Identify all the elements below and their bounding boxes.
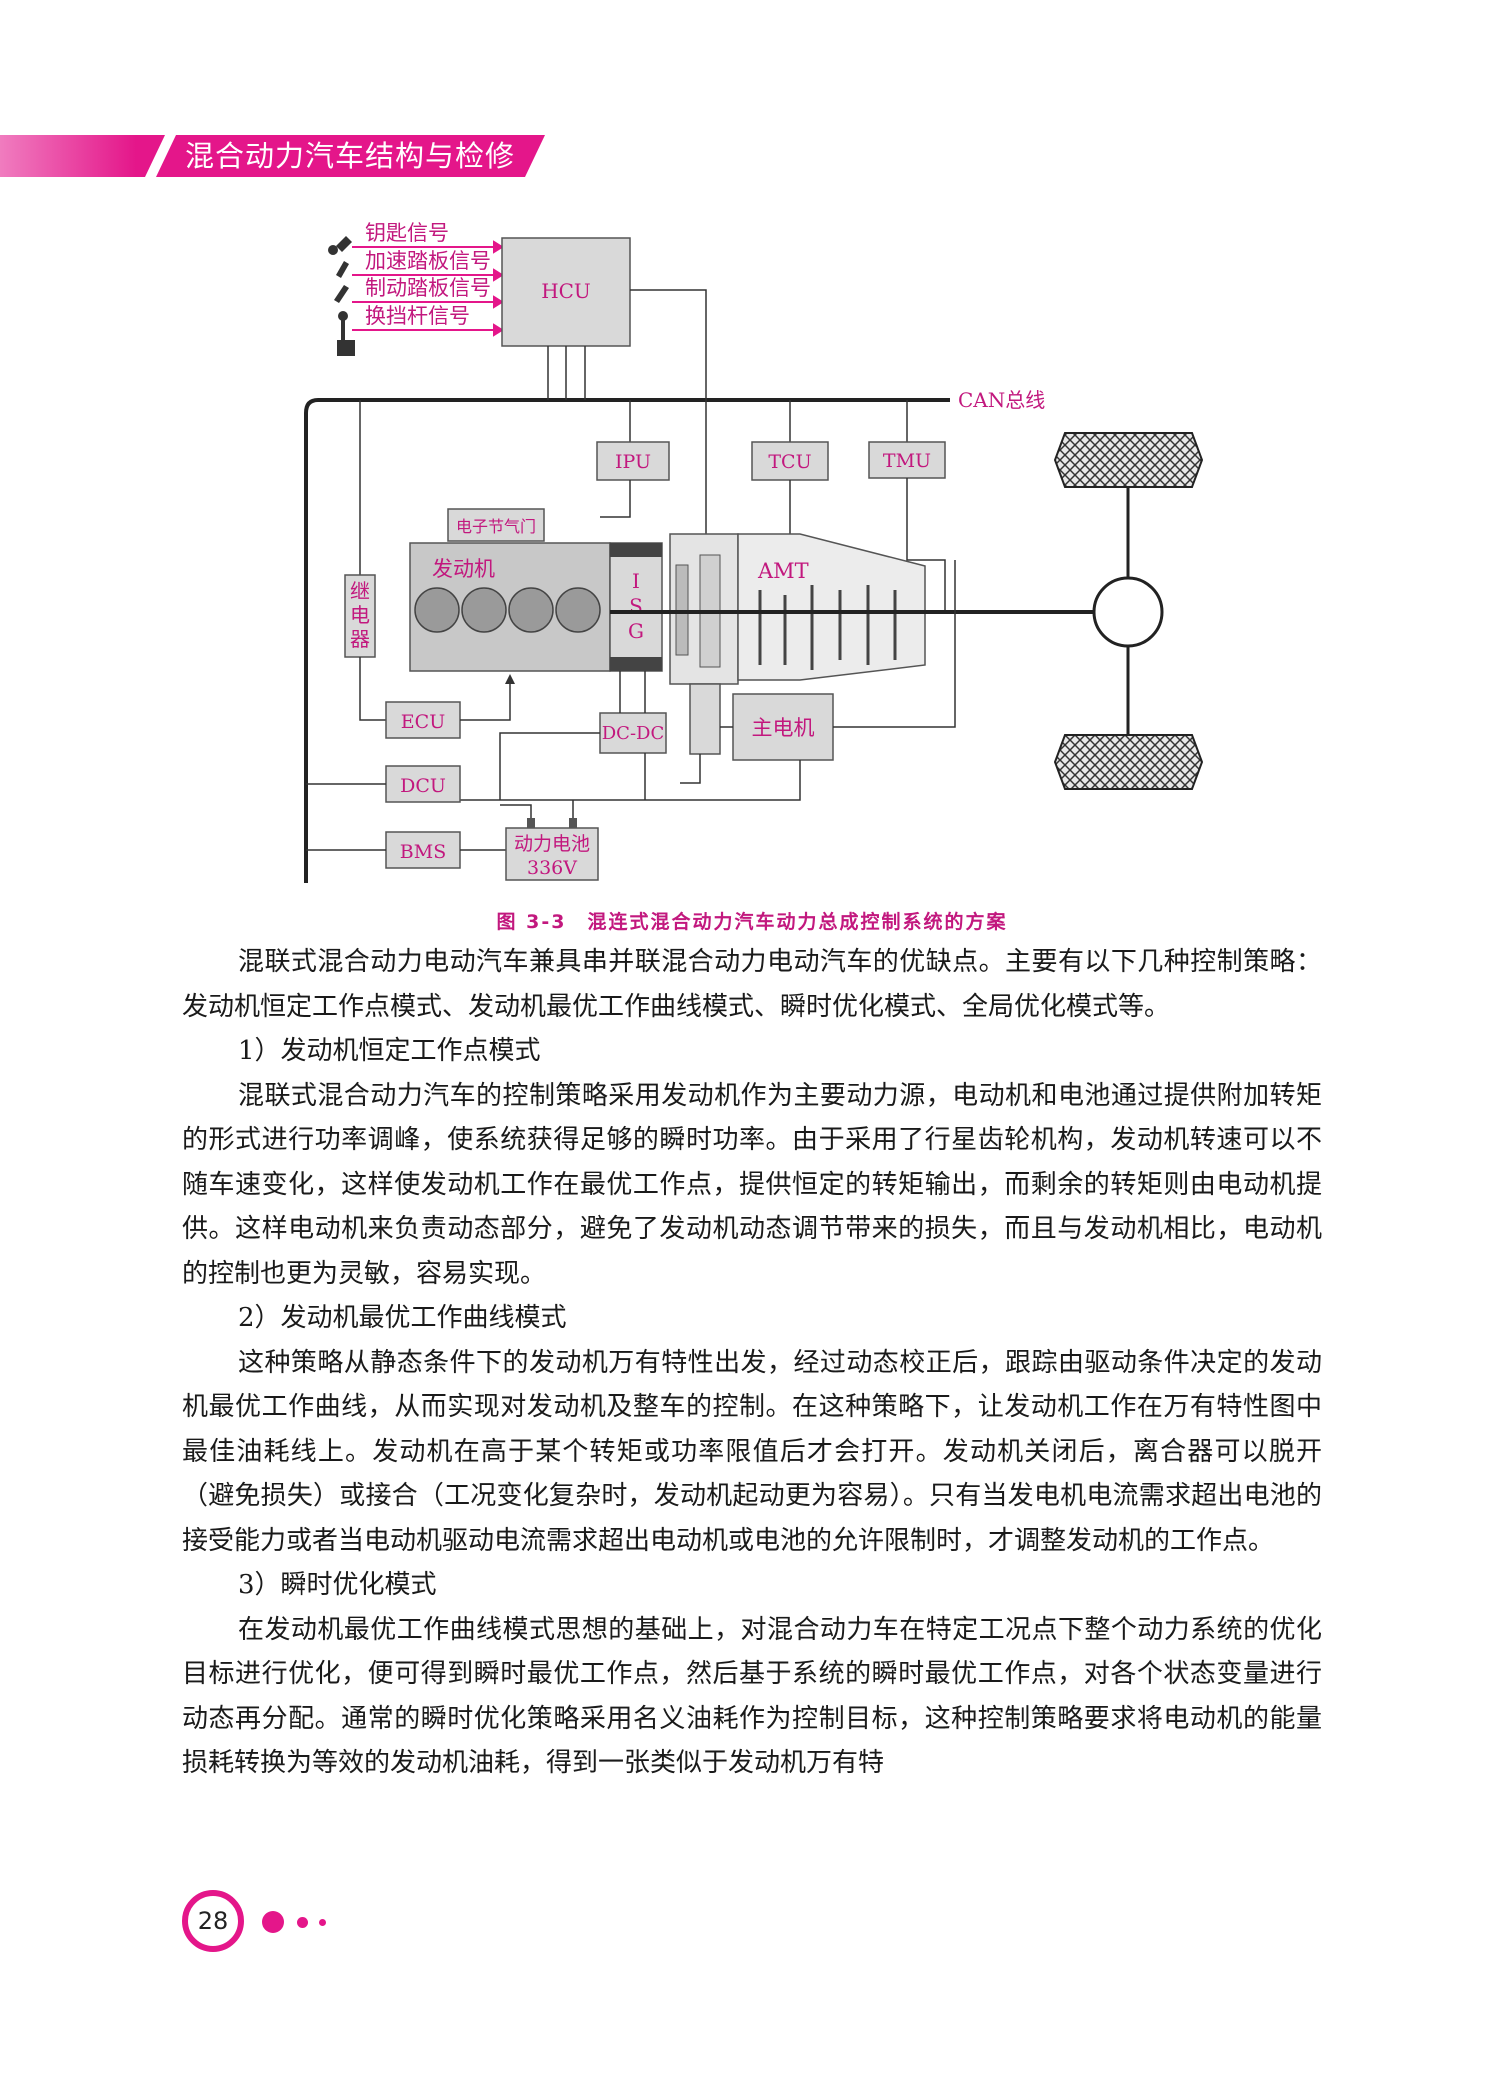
- decor-dot-small: [319, 1919, 326, 1926]
- header-title: 混合动力汽车结构与检修: [185, 139, 516, 173]
- page-number: 28: [182, 1890, 244, 1952]
- engine-cylinder: [461, 587, 507, 633]
- tcu-label: TCU: [768, 451, 811, 473]
- tmu-label: TMU: [883, 450, 931, 472]
- ipu-box: [596, 441, 670, 481]
- key-icon: [328, 236, 352, 255]
- front-wheel: [1053, 432, 1204, 488]
- figure-caption: 图 3-3 混连式混合动力汽车动力总成控制系统的方案: [496, 911, 1008, 933]
- dcu-label: DCU: [400, 775, 446, 797]
- main-motor-box: [732, 693, 834, 761]
- throttle-label: 电子节气门: [456, 517, 536, 536]
- control-system-diagram: 钥匙信号 加速踏板信号 制动踏板信号 换挡杆信号 HCU CAN总线 IPU T…: [300, 215, 1205, 883]
- dcdc-label: DC-DC: [602, 723, 665, 744]
- gear-lever-icon: [337, 311, 355, 356]
- isg-label-s: S: [629, 594, 643, 618]
- battery-box: [505, 827, 599, 881]
- decor-dot-medium: [297, 1917, 308, 1928]
- rear-wheel: [1053, 734, 1204, 790]
- can-bus-label: CAN总线: [958, 388, 1045, 412]
- input-brake-signal: 制动踏板信号: [365, 276, 491, 300]
- dcu-box: [385, 765, 461, 803]
- paragraph: 在发动机最优工作曲线模式思想的基础上，对混合动力车在特定工况点下整个动力系统的优…: [182, 1614, 1322, 1779]
- battery-voltage: 336V: [527, 857, 577, 879]
- differential: [1092, 576, 1164, 648]
- engine-cylinder: [414, 587, 460, 633]
- isg-box: [609, 542, 663, 672]
- amt-label: AMT: [757, 559, 809, 583]
- input-gear-signal: 换挡杆信号: [365, 304, 470, 328]
- engine-cylinder: [508, 587, 554, 633]
- tcu-box: [751, 441, 829, 481]
- ecu-label: ECU: [401, 711, 445, 733]
- battery-label: 动力电池: [514, 833, 590, 855]
- isg-label-g: G: [628, 619, 644, 643]
- decor-dot-large: [262, 1911, 284, 1933]
- paragraph: 这种策略从静态条件下的发动机万有特性出发，经过动态校正后，跟踪由驱动条件决定的发…: [182, 1347, 1322, 1556]
- section-heading: 2）发动机最优工作曲线模式: [238, 1303, 567, 1333]
- relay-label-2: 电: [350, 603, 370, 627]
- paragraph: 混联式混合动力汽车的控制策略采用发动机作为主要动力源，电动机和电池通过提供附加转…: [182, 1080, 1322, 1289]
- input-accelerator-signal: 加速踏板信号: [365, 249, 491, 273]
- dcdc-box: [599, 712, 667, 754]
- accelerator-pedal-icon: [336, 261, 349, 278]
- brake-pedal-icon: [334, 285, 349, 303]
- throttle-box: [447, 508, 545, 542]
- ipu-label: IPU: [615, 451, 651, 473]
- body-text: 混联式混合动力电动汽车兼具串并联混合动力电动汽车的优缺点。主要有以下几种控制策略…: [182, 940, 1322, 1786]
- relay-label-1: 继: [350, 579, 370, 603]
- relay-label-3: 器: [350, 627, 370, 651]
- relay-box: [344, 574, 376, 658]
- hcu-label: HCU: [541, 279, 591, 303]
- paragraph: 混联式混合动力电动汽车兼具串并联混合动力电动汽车的优缺点。主要有以下几种控制策略…: [182, 947, 1322, 1022]
- isg-label-i: I: [632, 569, 640, 593]
- engine-cylinder: [555, 587, 601, 633]
- section-heading: 3）瞬时优化模式: [238, 1570, 437, 1600]
- section-heading: 1）发动机恒定工作点模式: [238, 1036, 541, 1066]
- bms-label: BMS: [400, 841, 446, 863]
- main-motor-label: 主电机: [752, 716, 815, 740]
- input-key-signal: 钥匙信号: [365, 221, 449, 245]
- engine-label: 发动机: [432, 557, 495, 581]
- header-band: [0, 135, 545, 177]
